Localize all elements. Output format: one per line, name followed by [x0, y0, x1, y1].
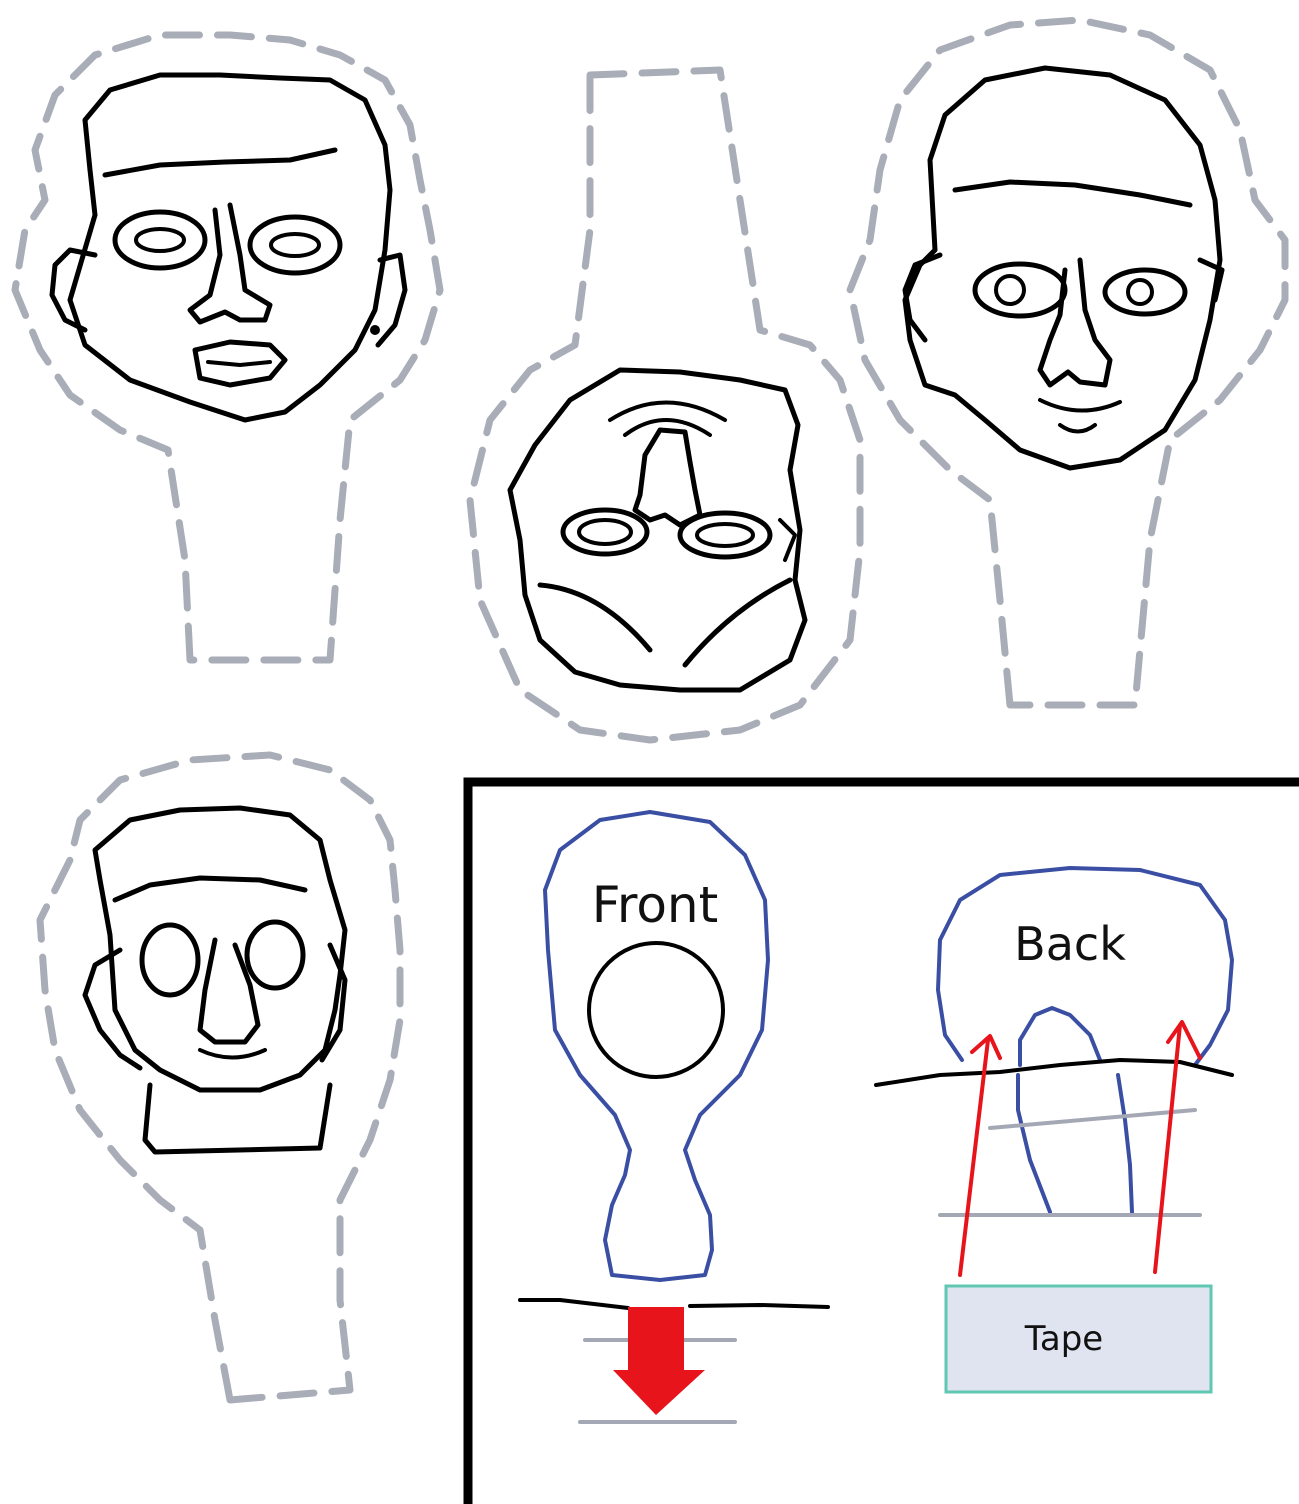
eye-left-inner-2: [577, 518, 633, 546]
front-label: Front: [592, 876, 718, 934]
back-stick-outline: [1016, 1006, 1134, 1214]
nose-3: [1037, 257, 1113, 388]
eye-left-4: [139, 922, 201, 998]
back-gray-line-1: [988, 1108, 1197, 1130]
head-outline-4: [92, 805, 348, 1093]
mouth-line-1: [206, 360, 272, 367]
front-diagram: Front: [518, 810, 830, 1424]
ear-right-1: [375, 252, 408, 348]
nose-4: [197, 937, 261, 1045]
head-outline-1: [67, 72, 393, 423]
eye-left-inner-1: [134, 227, 186, 253]
eye-left-3: [972, 261, 1068, 319]
eye-right-4: [244, 919, 306, 991]
push-down-arrow: [613, 1307, 705, 1415]
forehead-curve-2b: [623, 418, 712, 437]
instruction-panel: Front Back Tape: [463, 777, 1299, 1504]
tape-arrow-right: [1153, 1020, 1202, 1274]
puppet-cutout-3: [846, 16, 1289, 709]
eye-right-3: [1102, 267, 1188, 317]
puppet-hole-circle: [587, 941, 725, 1079]
cheek-line-left-2: [537, 582, 653, 653]
back-label: Back: [1014, 917, 1126, 971]
hairline-1: [102, 147, 338, 178]
earring-1: [370, 325, 380, 335]
eye-right-inner-1: [269, 232, 321, 258]
pupil-left-3: [994, 274, 1026, 306]
cut-line-3: [846, 16, 1289, 709]
back-diagram: Back Tape: [874, 866, 1234, 1394]
ear-left-1: [49, 247, 98, 333]
tape-box: [944, 1284, 1213, 1394]
head-outline-3: [902, 65, 1223, 471]
ear-right-4: [319, 942, 348, 1063]
hairline-4: [112, 875, 308, 903]
front-template-outline: [543, 810, 770, 1282]
mouth-3: [1038, 398, 1122, 413]
puppet-cutout-1: [11, 31, 444, 664]
nose-shape-2: [632, 427, 703, 528]
mouth-1: [192, 339, 288, 388]
chin-3: [1058, 423, 1097, 434]
ear-right-3: [1197, 257, 1225, 303]
pupil-right-3: [1126, 278, 1154, 306]
ear-left-4: [82, 947, 143, 1071]
neck-4: [142, 1082, 333, 1155]
hairline-3: [952, 179, 1193, 208]
head-outline-2: [507, 367, 808, 693]
cheek-line-right-2: [682, 577, 793, 668]
cut-line-1: [11, 31, 444, 664]
front-surface-line: [518, 1298, 630, 1310]
front-surface-line-right: [688, 1303, 830, 1309]
eye-left-1: [112, 209, 208, 271]
puppet-cutout-4: [36, 751, 404, 1404]
back-template-outline: [936, 866, 1234, 1067]
cut-line-4: [36, 751, 404, 1404]
nose-1: [187, 202, 273, 325]
mouth-4: [198, 1048, 267, 1060]
eye-right-inner-2: [695, 522, 755, 548]
puppet-cutout-2: [466, 66, 864, 744]
jaw-notch-2: [778, 518, 797, 562]
forehead-curve-2a: [608, 400, 727, 422]
tape-arrow-left: [958, 1034, 1002, 1277]
back-surface-line: [874, 1058, 1234, 1087]
cut-line-2: [466, 66, 864, 744]
eye-right-2: [677, 510, 773, 560]
eye-left-2: [560, 507, 650, 557]
tape-label: Tape: [1024, 1319, 1103, 1359]
eye-right-1: [247, 214, 343, 276]
ear-left-3: [902, 252, 943, 343]
